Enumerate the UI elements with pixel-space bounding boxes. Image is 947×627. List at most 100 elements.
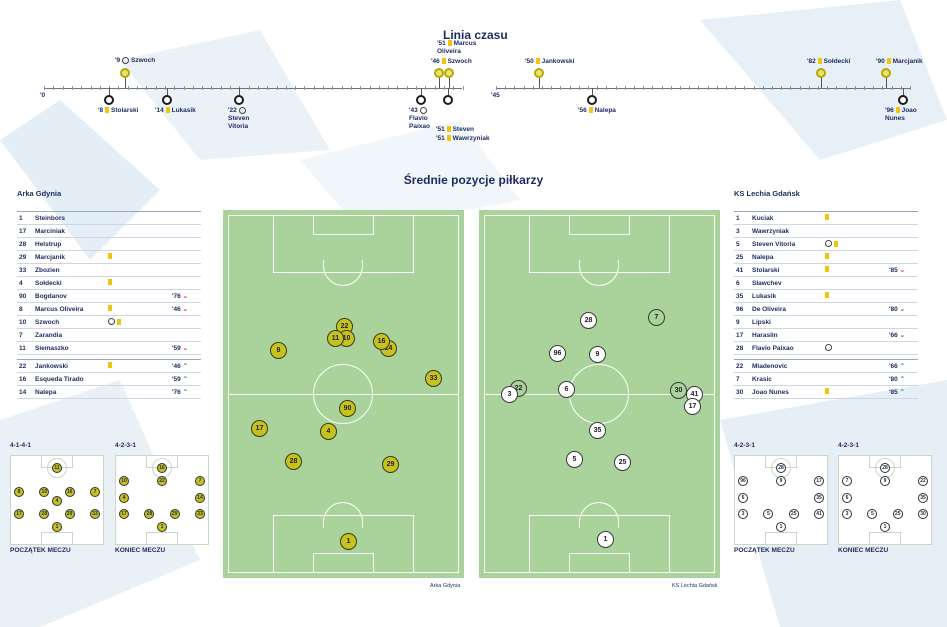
substitution-info: '46 ⌃ (172, 362, 188, 370)
player-number: 30 (736, 388, 744, 396)
player-name: Sławchev (752, 279, 782, 287)
player-number: 22 (19, 362, 27, 370)
goal-area-bottom (569, 553, 630, 573)
substitution-info: '66 ⌃ (889, 362, 905, 370)
formation-player-marker: 35 (814, 493, 824, 503)
event-bottom: '14 Lukasik (155, 107, 196, 115)
event-bottom: '51 Steven (436, 126, 474, 134)
formation-player-marker: 14 (195, 493, 205, 503)
goal-area-top (569, 215, 630, 235)
mini-goal-area-bottom (765, 532, 797, 544)
formation-arka-end: 4-2-3-1 (115, 442, 136, 449)
player-position-marker: 1 (340, 533, 357, 550)
event-minute: '50 (525, 58, 534, 65)
event-minute: '46 (431, 58, 440, 65)
pitch-caption-lechia: KS Lechia Gdańsk (672, 583, 718, 589)
pitch-caption-arka: Arka Gdynia (430, 583, 461, 589)
player-number: 8 (19, 305, 23, 313)
formation-player-marker: 17 (814, 476, 824, 486)
card-marker (881, 68, 891, 78)
formation-player-marker: 7 (195, 476, 205, 486)
event-top: '9 Szwoch (115, 57, 155, 65)
substitution-info: '46 ⌄ (172, 305, 188, 313)
player-number: 1 (736, 214, 740, 222)
player-name: Nalepa (752, 253, 774, 261)
substitution-minute: '46 (172, 363, 181, 370)
event-player: Sołdecki (823, 58, 851, 65)
player-number: 9 (736, 318, 740, 326)
yellow-card-icon (446, 135, 451, 142)
yellow-card-icon (108, 253, 112, 260)
event-minute: '22 (228, 107, 237, 115)
player-position-marker: 11 (327, 330, 344, 347)
event-player: Stolarski (110, 107, 139, 114)
player-number: 7 (19, 331, 23, 339)
formation-player-marker: 5 (867, 509, 878, 519)
formation-player-marker: 6 (738, 493, 748, 503)
substitution-minute: '59 (172, 345, 181, 352)
sub-off-icon: ⌄ (897, 332, 906, 339)
card-marker (444, 68, 454, 78)
substitution-minute: '66 (889, 332, 898, 339)
event-bottom: '43 Flavio Paixao (409, 107, 445, 131)
sub-off-icon: ⌄ (897, 267, 906, 274)
formation-player-marker: 16 (157, 463, 167, 473)
player-number: 17 (19, 227, 27, 235)
card-marker (534, 68, 544, 78)
formation-lechia-end: 4-2-3-1 (838, 442, 859, 449)
formation-player-marker: 33 (90, 509, 100, 519)
goal-icon (121, 57, 129, 64)
yellow-card-icon (108, 362, 112, 369)
player-name: Stolarski (752, 266, 780, 274)
player-position-marker: 16 (373, 333, 390, 350)
player-number: 96 (736, 305, 744, 313)
yellow-card-icon (825, 292, 829, 299)
player-number: 28 (736, 344, 744, 352)
player-position-marker: 7 (648, 309, 665, 326)
timeline-start-second-half: '45 (491, 92, 500, 99)
positions-title: Średnie pozycje piłkarzy (403, 173, 544, 187)
player-number: 29 (19, 253, 27, 261)
yellow-card-icon (825, 253, 829, 260)
event-minute: '51 (437, 40, 446, 47)
label-start-arka: POCZĄTEK MECZU (10, 547, 71, 554)
goal-marker (416, 95, 426, 105)
event-top: '46 Szwoch (431, 58, 472, 66)
player-name: Krasic (752, 375, 772, 383)
sub-on-icon: ⌃ (897, 376, 906, 383)
goal-icon (419, 107, 427, 114)
sub-on-icon: ⌃ (180, 389, 189, 396)
player-position-marker: 29 (382, 456, 399, 473)
sub-on-icon: ⌃ (180, 376, 189, 383)
event-player: Nalepa (594, 107, 616, 114)
card-marker (587, 95, 597, 105)
formation-player-marker: 1 (157, 522, 167, 532)
formation-arka-start: 4-1-4-1 (10, 442, 31, 449)
formation-player-marker: 28 (144, 509, 155, 519)
player-number: 5 (736, 240, 740, 248)
player-marks (108, 279, 114, 286)
player-position-marker: 5 (566, 451, 583, 468)
formation-player-marker: 4 (119, 493, 129, 503)
card-marker (443, 95, 453, 105)
mini-goal-area-bottom (869, 532, 901, 544)
timeline-line-first-half (44, 88, 462, 89)
event-player: Wawrzyniak (452, 135, 490, 142)
sub-on-icon: ⌃ (897, 363, 906, 370)
player-position-marker: 96 (549, 345, 566, 362)
event-player: Marcjanik (892, 58, 923, 65)
yellow-card-icon (895, 107, 900, 114)
